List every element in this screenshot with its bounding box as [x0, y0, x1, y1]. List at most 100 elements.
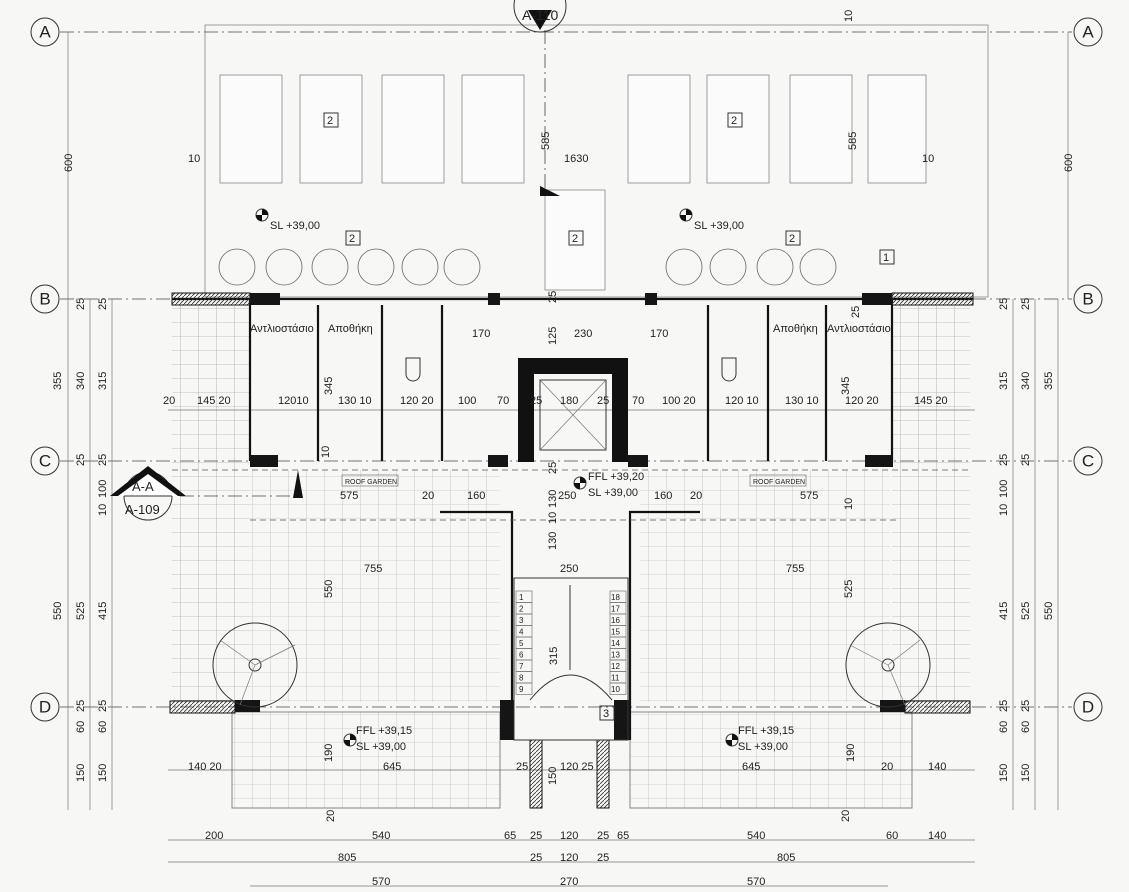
- stair-step-number: 4: [519, 628, 524, 637]
- dimension-label: 250: [558, 490, 576, 502]
- grid-bubble-c-right: C: [1073, 446, 1103, 476]
- svg-text:A-A: A-A: [132, 479, 154, 494]
- dimension-label: 20: [422, 490, 434, 502]
- dimension-label: 345: [323, 377, 335, 395]
- dimension-label: 120: [560, 852, 578, 864]
- dimension-label: 645: [383, 761, 401, 773]
- dimension-label: 65: [504, 830, 516, 842]
- dimension-label: 20: [163, 395, 175, 407]
- dimension-label: 600: [63, 154, 75, 172]
- parapet-left: [171, 292, 251, 306]
- dimension-label: 25: [597, 852, 609, 864]
- dimension-label: 190: [845, 744, 857, 762]
- svg-text:ROOF GARDEN: ROOF GARDEN: [753, 479, 805, 486]
- stair-step-number: 16: [611, 616, 620, 625]
- section-marker-a-a: A-A A-109: [110, 466, 303, 521]
- dimension-label: 25: [75, 700, 87, 712]
- parking-boundary: [204, 24, 989, 298]
- dimension-label: 25: [998, 454, 1010, 466]
- grid-bubble-b-right: B: [1073, 284, 1103, 314]
- dimension-label: 25: [850, 306, 862, 318]
- elevator-core: [518, 358, 628, 462]
- stair-step-number: 15: [611, 628, 620, 637]
- dimension-label: 60: [998, 721, 1010, 733]
- roof-garden-label-right: ROOF GARDEN: [749, 474, 807, 487]
- dimension-label: 355: [1043, 372, 1055, 390]
- dimension-label: 140 20: [188, 761, 222, 773]
- roof-garden-right: [892, 305, 970, 703]
- dimension-label: 315: [97, 372, 109, 390]
- dimension-label: 25: [530, 852, 542, 864]
- dimension-label: 345: [840, 377, 852, 395]
- dimension-label: 10: [547, 512, 559, 524]
- stair-step-number: 10: [611, 685, 620, 694]
- svg-text:FFL +39,15: FFL +39,15: [356, 725, 412, 737]
- dimension-label: 250: [560, 563, 578, 575]
- dimension-label: 25: [597, 395, 609, 407]
- dimension-label: 25: [97, 298, 109, 310]
- dimension-label: 120: [560, 830, 578, 842]
- svg-text:2: 2: [572, 233, 578, 245]
- walls: [172, 297, 973, 740]
- grid-bubble-d-right: D: [1073, 692, 1103, 722]
- parking-tags: 2 2 2 2 2 1: [323, 112, 895, 265]
- dimension-label: 100: [998, 480, 1010, 498]
- dimension-label: 190: [323, 744, 335, 762]
- dimension-label: 10: [97, 504, 109, 516]
- dimension-label: 100: [458, 395, 476, 407]
- dimension-label: 160: [654, 490, 672, 502]
- dimension-label: 540: [372, 830, 390, 842]
- dimension-label: 25: [547, 291, 559, 303]
- dimension-label: 70: [497, 395, 509, 407]
- dimension-label: 60: [97, 721, 109, 733]
- dimension-label: 805: [338, 852, 356, 864]
- stair-step-number: 18: [611, 593, 620, 602]
- dimension-label: 150: [998, 764, 1010, 782]
- dimension-label: 415: [998, 602, 1010, 620]
- dimension-label: 585: [847, 132, 859, 150]
- dimension-label: 150: [547, 767, 559, 785]
- dimension-label: 20: [690, 490, 702, 502]
- grid-bubble-d-left: D: [30, 692, 60, 722]
- room-pump-right: Αντλιοστάσιο: [827, 323, 891, 335]
- stair-step-number: 2: [519, 605, 524, 614]
- svg-text:1: 1: [883, 252, 889, 264]
- spiral-stair-icon: [212, 622, 298, 708]
- svg-text:C: C: [39, 452, 51, 471]
- dimension-label: 315: [998, 372, 1010, 390]
- dimension-label: 25: [75, 454, 87, 466]
- dimension-label: 575: [340, 490, 358, 502]
- stair-step-number: 12: [611, 662, 620, 671]
- elevator-cross: [539, 379, 607, 451]
- dimension-label: 230: [574, 328, 592, 340]
- dimension-label: 340: [1020, 372, 1032, 390]
- dimension-label: 645: [742, 761, 760, 773]
- dimension-label: 160: [467, 490, 485, 502]
- roof-garden-label-left: ROOF GARDEN: [341, 474, 399, 487]
- dimension-label: 25: [530, 395, 542, 407]
- dimension-label: 600: [1063, 154, 1075, 172]
- dimension-label: 10: [843, 498, 855, 510]
- dimension-label: 1630: [564, 153, 588, 165]
- dimension-label: 150: [1020, 764, 1032, 782]
- dimension-label: 12010: [278, 395, 309, 407]
- stair-step-number: 5: [519, 639, 524, 648]
- svg-text:A: A: [39, 23, 51, 42]
- dimension-label: 25: [1020, 700, 1032, 712]
- dimension-label: 60: [1020, 721, 1032, 733]
- dimension-label: 575: [800, 490, 818, 502]
- svg-text:SL +39,00: SL +39,00: [694, 220, 744, 232]
- stair-step-number: 11: [611, 674, 620, 683]
- dimension-label: 180: [560, 395, 578, 407]
- dimension-lines: [67, 32, 1069, 887]
- dimension-label: 25: [1020, 454, 1032, 466]
- columns: [235, 293, 905, 740]
- grid-bubble-a-left: A: [30, 17, 60, 47]
- dimension-label: 100 20: [662, 395, 696, 407]
- stair-step-number: 9: [519, 685, 524, 694]
- stair-step-number: 1: [519, 593, 524, 602]
